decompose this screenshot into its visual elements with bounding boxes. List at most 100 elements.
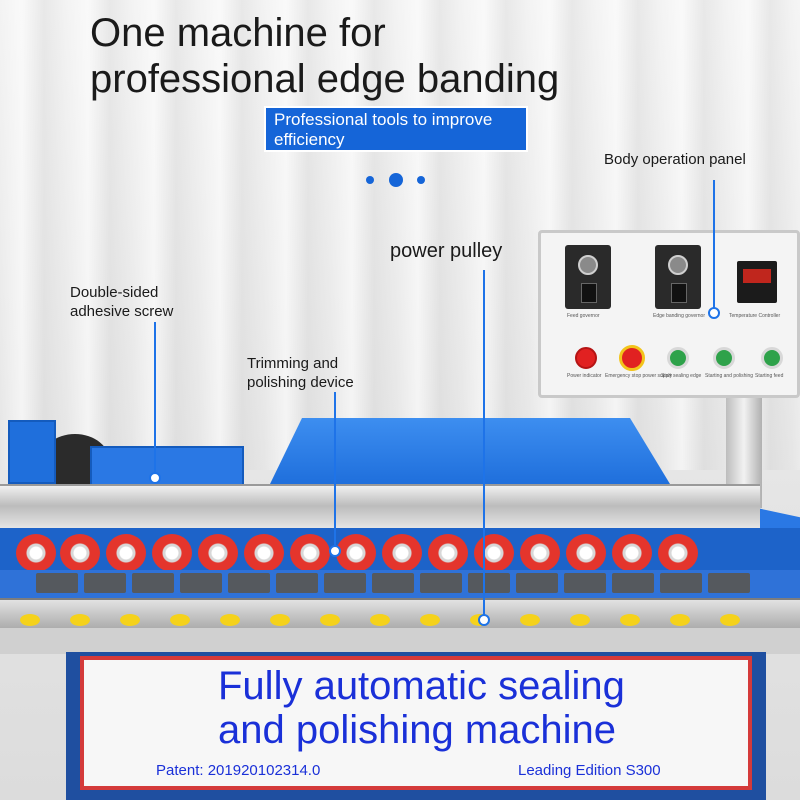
pressure-roller (16, 534, 56, 572)
feed-governor-dial (565, 245, 611, 309)
panel-label-estop: Emergency stop power supply (605, 373, 672, 379)
gluing-unit (0, 420, 250, 494)
headline: One machine for professional edge bandin… (90, 10, 559, 102)
callout-leader-line (483, 270, 485, 618)
power-indicator-light (575, 347, 597, 369)
conveyor-pad (612, 573, 654, 593)
pressure-roller (382, 534, 422, 572)
nameplate-title-line-1: Fully automatic sealing (218, 664, 625, 708)
callout-adhesive-screw: Double-sided adhesive screw (70, 283, 173, 321)
pressure-roller (566, 534, 606, 572)
panel-label-polishing: Starting and polishing (705, 373, 754, 379)
carousel-dot[interactable] (417, 176, 425, 184)
guide-roller (420, 614, 440, 626)
callout-trimming-line-2: polishing device (247, 374, 354, 391)
guide-roller (220, 614, 240, 626)
guide-roller (170, 614, 190, 626)
guide-roller (670, 614, 690, 626)
callout-adhesive-line-1: Double-sided (70, 284, 159, 301)
temperature-display (743, 269, 771, 283)
conveyor-pad (468, 573, 510, 593)
conveyor-pad (84, 573, 126, 593)
pressure-roller (428, 534, 468, 572)
guide-roller (620, 614, 640, 626)
conveyor-pad (420, 573, 462, 593)
conveyor-pad (372, 573, 414, 593)
aluminium-rail (0, 484, 760, 532)
guide-roller (720, 614, 740, 626)
callout-trimming-device: Trimming and polishing device (247, 354, 354, 392)
guide-roller (570, 614, 590, 626)
guide-roller (370, 614, 390, 626)
pressure-roller (474, 534, 514, 572)
start-sealing-button (667, 347, 689, 369)
conveyor-pad (180, 573, 222, 593)
panel-label-sealing: Start sealing edge (661, 373, 702, 379)
callout-marker (329, 545, 341, 557)
conveyor-track (0, 570, 800, 598)
conveyor-pad (276, 573, 318, 593)
pressure-roller (152, 534, 192, 572)
carousel-dot-active[interactable] (389, 173, 403, 187)
panel-label-feed: Starting feed (755, 373, 784, 379)
start-polishing-button (713, 347, 735, 369)
pressure-roller (336, 534, 376, 572)
pressure-roller (60, 534, 100, 572)
pressure-roller-bed (0, 528, 800, 576)
guide-roller (270, 614, 290, 626)
headline-line-2: professional edge banding (90, 57, 560, 101)
carousel-dot[interactable] (366, 176, 374, 184)
panel-label-feed-governor: Feed governor (567, 313, 600, 319)
callout-leader-line (713, 180, 715, 310)
edition-label: Leading Edition S300 (518, 762, 661, 779)
pressure-roller (658, 534, 698, 572)
conveyor-pad (36, 573, 78, 593)
guide-roller (320, 614, 340, 626)
temperature-controller (737, 261, 777, 303)
edge-banding-governor-dial (655, 245, 701, 309)
pressure-clamp (8, 420, 56, 484)
knob-icon (668, 255, 688, 275)
nameplate-title-line-2: and polishing machine (218, 708, 617, 752)
patent-number: Patent: 201920102314.0 (156, 762, 321, 779)
nameplate: Fully automatic sealing and polishing ma… (80, 656, 752, 790)
callout-marker (149, 472, 161, 484)
guide-roller (120, 614, 140, 626)
guide-roller (20, 614, 40, 626)
pressure-roller (290, 534, 330, 572)
emergency-stop-button (619, 345, 645, 371)
start-feed-button (761, 347, 783, 369)
conveyor-pad (564, 573, 606, 593)
switch-icon (581, 283, 597, 303)
switch-icon (671, 283, 687, 303)
callout-trimming-line-1: Trimming and (247, 355, 339, 372)
pressure-roller (106, 534, 146, 572)
subtitle-banner: Professional tools to improve efficiency (264, 106, 528, 152)
pressure-roller (198, 534, 238, 572)
pressure-roller (244, 534, 284, 572)
pressure-roller (612, 534, 652, 572)
carousel-dots (364, 172, 428, 188)
callout-body-operation-panel: Body operation panel (604, 151, 746, 168)
panel-label-edge-governor: Edge banding governor (653, 313, 705, 319)
conveyor-pad (132, 573, 174, 593)
machine-base (0, 628, 800, 654)
callout-adhesive-line-2: adhesive screw (70, 303, 174, 320)
callout-marker (708, 307, 720, 319)
control-panel: Feed governor Edge banding governor Temp… (538, 230, 800, 398)
conveyor-pad (324, 573, 366, 593)
panel-label-power: Power indicator (567, 373, 602, 379)
knob-icon (578, 255, 598, 275)
panel-label-temperature: Temperature Controller (729, 313, 781, 319)
conveyor-pad (516, 573, 558, 593)
headline-line-1: One machine for (90, 11, 386, 55)
guide-rail (0, 598, 800, 630)
banner-line-2: efficiency (274, 130, 345, 149)
conveyor-pad (228, 573, 270, 593)
callout-leader-line (334, 392, 336, 546)
callout-marker (478, 614, 490, 626)
guide-roller (70, 614, 90, 626)
pressure-roller (520, 534, 560, 572)
callout-power-pulley: power pulley (390, 240, 503, 262)
banner-line-1: Professional tools to improve (274, 110, 493, 129)
